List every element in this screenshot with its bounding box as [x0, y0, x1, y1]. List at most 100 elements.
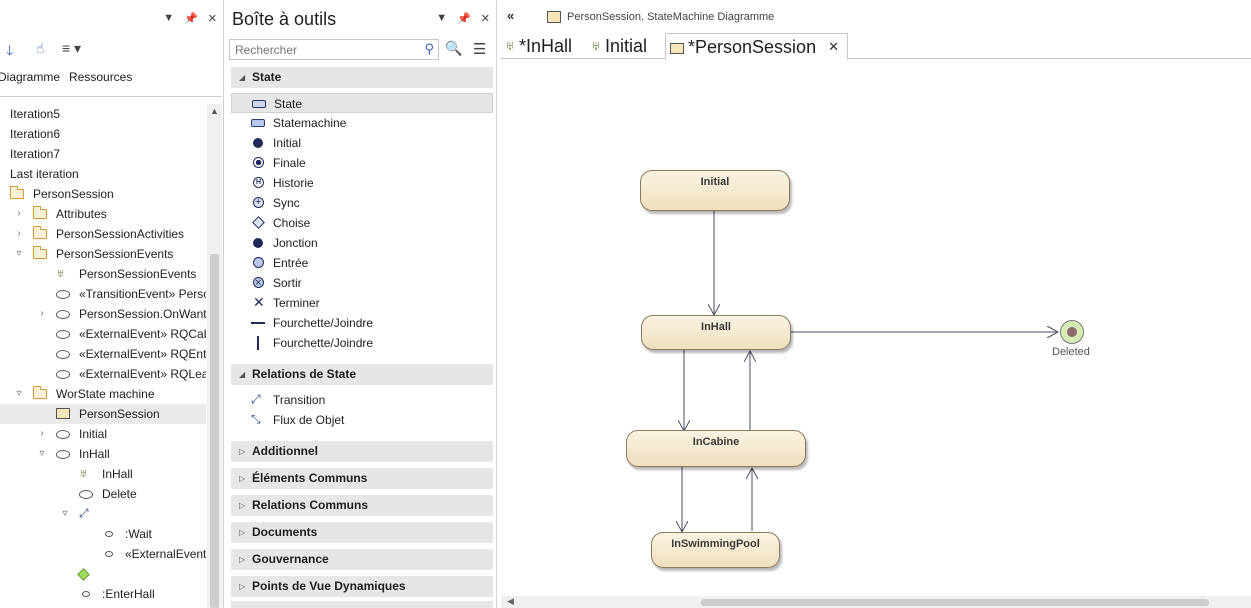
state-node-inhall[interactable]: InHall: [641, 315, 791, 350]
arrow-down-icon[interactable]: 🡓: [6, 42, 14, 58]
state-node-initial[interactable]: Initial: [640, 170, 790, 211]
toolbox-item[interactable]: Fourchette/Joindre: [231, 333, 493, 353]
tree-item[interactable]: PersonSession: [0, 404, 206, 424]
state-node-incabine[interactable]: InCabine: [626, 430, 806, 467]
tree-item[interactable]: ♅PersonSessionEvents: [0, 264, 206, 284]
expand-arrow-icon[interactable]: ▷: [239, 528, 246, 537]
scroll-left-icon[interactable]: ◀: [507, 596, 514, 606]
tree-item[interactable]: ›Initial: [0, 424, 206, 444]
toolbox-item[interactable]: ⤡Flux de Objet: [231, 410, 493, 430]
tree-item[interactable]: ▿WorState machine: [0, 384, 206, 404]
final-state-node[interactable]: [1060, 320, 1084, 344]
toolbox-section-header[interactable]: ▷Relations Communs: [231, 495, 493, 516]
tree-item[interactable]: PersonSession: [0, 184, 206, 204]
collapse-arrow-icon[interactable]: ◢: [239, 73, 246, 82]
close-icon[interactable]: ✕: [480, 13, 490, 25]
tree-item[interactable]: :Wait: [0, 524, 206, 544]
expand-twisty-icon[interactable]: ▿: [16, 248, 22, 259]
collapse-left-icon[interactable]: «: [507, 8, 515, 23]
tab-inhall[interactable]: ♅*InHall: [505, 33, 589, 59]
toolbox-section-header[interactable]: ▷Gouvernance: [231, 549, 493, 570]
toolbox-item[interactable]: ⤢Transition: [231, 390, 493, 410]
search-input[interactable]: [230, 40, 410, 59]
tree-item[interactable]: :EnterHall: [0, 584, 206, 604]
expand-twisty-icon[interactable]: ▿: [39, 448, 45, 459]
hamburger-menu-icon[interactable]: ≡ ▾: [62, 40, 82, 56]
diagram-breadcrumb-bar: « PersonSession. StateMachine Diagramme: [501, 4, 1251, 30]
toolbox-section-label: Additionnel: [252, 444, 318, 458]
toolbox-section-header[interactable]: ▷ Additionnel: [231, 441, 493, 462]
diagram-hscrollbar[interactable]: ◀: [501, 596, 1251, 608]
tab-personsession[interactable]: *PersonSession ✕: [665, 33, 848, 60]
collapse-arrow-icon[interactable]: ◢: [239, 370, 246, 379]
tree-item[interactable]: ›Attributes: [0, 204, 206, 224]
toolbox-item[interactable]: Statemachine: [231, 113, 493, 133]
expand-arrow-icon[interactable]: ▷: [239, 555, 246, 564]
close-icon[interactable]: ✕: [207, 13, 217, 25]
tree-item[interactable]: «ExternalEvent»: [0, 544, 206, 564]
tree-item[interactable]: ›PersonSessionActivities: [0, 224, 206, 244]
tree-item[interactable]: ♅InHall: [0, 464, 206, 484]
pointer-hand-icon[interactable]: ☝: [36, 40, 45, 56]
tree-item[interactable]: [0, 564, 206, 584]
collapse-twisty-icon[interactable]: ›: [40, 428, 44, 439]
tree-item[interactable]: ▿PersonSessionEvents: [0, 244, 206, 264]
dropdown-icon[interactable]: ▼: [163, 12, 175, 24]
toolbox-item[interactable]: Fourchette/Joindre: [231, 313, 493, 333]
state-node-inswimmingpool[interactable]: InSwimmingPool: [651, 532, 780, 568]
tree-item[interactable]: Iteration5: [0, 104, 206, 124]
toolbox-section-header[interactable]: ▷Éléments Communs: [231, 468, 493, 489]
tree-item[interactable]: Iteration6: [0, 124, 206, 144]
toolbox-section-header[interactable]: ▷Documents: [231, 522, 493, 543]
find-icon[interactable]: 🔍: [445, 40, 463, 56]
tree-item[interactable]: Delete: [0, 484, 206, 504]
scroll-up-icon[interactable]: ▲: [210, 106, 219, 116]
tree-item[interactable]: «ExternalEvent» RQLeav: [0, 364, 206, 384]
tab-diagramme[interactable]: Diagramme: [0, 70, 61, 84]
tab-initial[interactable]: ♅Initial: [591, 33, 665, 59]
collapse-twisty-icon[interactable]: ›: [17, 228, 21, 239]
scrollbar-thumb[interactable]: [701, 599, 1209, 606]
tree-item[interactable]: ▿⤢: [0, 504, 206, 524]
toolbox-item[interactable]: Entrée: [231, 253, 493, 273]
expand-arrow-icon[interactable]: ▷: [239, 447, 246, 456]
pin-icon[interactable]: 📌: [457, 13, 471, 25]
tree-item[interactable]: «ExternalEvent» RQEnter: [0, 344, 206, 364]
project-browser-panel: ▼ 📌 ✕ 🡓 ☝ ≡ ▾ Diagramme Ressources Itera…: [0, 0, 224, 608]
tree-item[interactable]: ›PersonSession.OnWantL: [0, 304, 206, 324]
hamburger-menu-icon[interactable]: ☰: [473, 41, 487, 58]
tab-ressources[interactable]: Ressources: [69, 70, 133, 84]
toolbox-item[interactable]: Jonction: [231, 233, 493, 253]
expand-arrow-icon[interactable]: ▷: [239, 501, 246, 510]
toolbox-section-header[interactable]: ◢State: [231, 67, 493, 88]
expand-twisty-icon[interactable]: ▿: [16, 388, 22, 399]
tree-item[interactable]: Last iteration: [0, 164, 206, 184]
action-icon: [105, 531, 113, 537]
toolbox-item[interactable]: Choise: [231, 213, 493, 233]
search-icon[interactable]: ⚲: [424, 41, 434, 56]
toolbox-item[interactable]: State: [231, 93, 493, 113]
toolbox-item[interactable]: ✕Terminer: [231, 293, 493, 313]
expand-arrow-icon[interactable]: ▷: [239, 474, 246, 483]
expand-twisty-icon[interactable]: ▿: [62, 508, 68, 519]
toolbox-item[interactable]: Initial: [231, 133, 493, 153]
toolbox-item[interactable]: Sortir: [231, 273, 493, 293]
toolbox-item[interactable]: Historie: [231, 173, 493, 193]
tree-item[interactable]: «ExternalEvent» RQCabi: [0, 324, 206, 344]
pin-icon[interactable]: 📌: [184, 13, 198, 25]
close-tab-icon[interactable]: ✕: [828, 39, 839, 54]
tree-item[interactable]: «TransitionEvent» Perso: [0, 284, 206, 304]
toolbox-item[interactable]: Finale: [231, 153, 493, 173]
collapse-twisty-icon[interactable]: ›: [40, 308, 44, 319]
toolbox-section-header[interactable]: ◢Relations de State: [231, 364, 493, 385]
toolbox-item[interactable]: Sync: [231, 192, 493, 213]
diagram-canvas[interactable]: Initial InHall InCabine InSwimmingPool D…: [501, 60, 1251, 596]
toolbox-section-header[interactable]: ▷Points de Vue Dynamiques: [231, 576, 493, 597]
collapse-twisty-icon[interactable]: ›: [17, 208, 21, 219]
dropdown-icon[interactable]: ▼: [436, 12, 448, 24]
expand-arrow-icon[interactable]: ▷: [239, 582, 246, 591]
tree-item[interactable]: ▿InHall: [0, 444, 206, 464]
tree-scrollbar[interactable]: ▲: [207, 104, 222, 608]
scrollbar-thumb[interactable]: [210, 254, 219, 608]
tree-item[interactable]: Iteration7: [0, 144, 206, 164]
